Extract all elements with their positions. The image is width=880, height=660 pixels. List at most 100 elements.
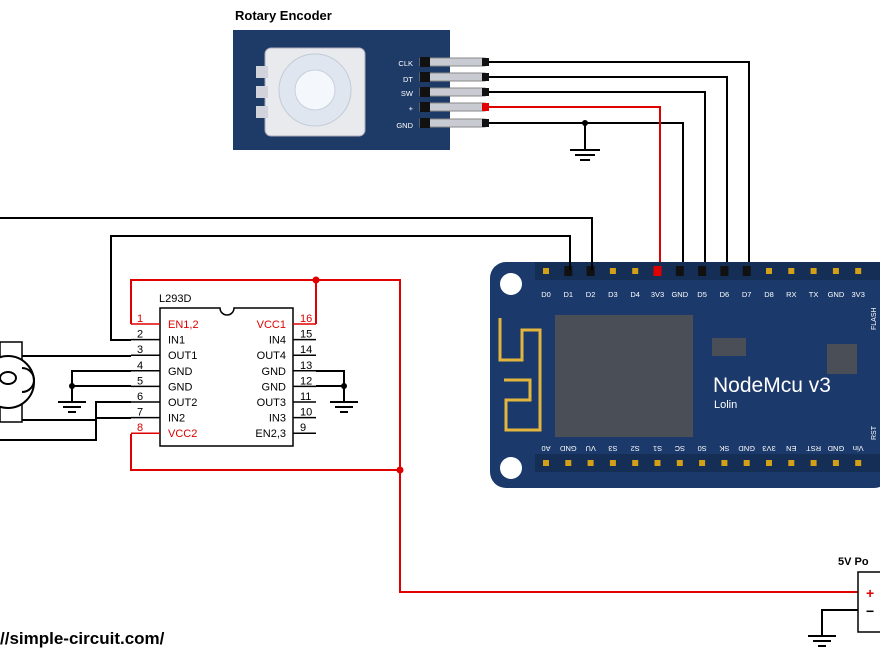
bottom-pin-label: RST <box>806 444 821 453</box>
bottom-header-pin <box>587 460 594 466</box>
power-minus: − <box>866 603 874 619</box>
wire-gnd-gnd <box>489 122 684 270</box>
bottom-header-pin <box>832 460 839 466</box>
encoder-pin-sw: SW <box>401 89 414 98</box>
bottom-header-pin <box>743 460 750 466</box>
motor-arc <box>21 367 35 393</box>
encoder-wires <box>489 61 750 270</box>
l293d-pin-number: 15 <box>300 329 312 341</box>
bottom-pin-label: 3V3 <box>762 444 775 453</box>
bottom-pin-label: VU <box>585 444 595 453</box>
power-wires <box>130 279 858 593</box>
top-pin-label: D1 <box>564 290 574 299</box>
top-pin-label: D7 <box>742 290 752 299</box>
bottom-header-pin <box>788 460 795 466</box>
l293d-pin-number: 13 <box>300 360 312 372</box>
encoder-pin-gnd: GND <box>396 121 413 130</box>
l293d-pin-number: 9 <box>300 422 306 434</box>
wire-in2-d2 <box>0 217 593 270</box>
l293d-pin-label: OUT4 <box>257 350 286 362</box>
junction-dot <box>69 383 75 389</box>
bottom-header-pin <box>810 460 817 466</box>
bottom-pin-label: Vin <box>853 444 864 453</box>
top-pin-label: D6 <box>720 290 730 299</box>
top-pin-label: GND <box>828 290 845 299</box>
wire-vcc-5v <box>316 279 858 593</box>
ground-symbol-right <box>330 401 358 413</box>
source-url: //simple-circuit.com/ <box>0 629 165 648</box>
wire-plus-3v3 <box>489 106 661 270</box>
power-supply: 5V Po + − <box>808 556 880 647</box>
wire-terminal <box>586 266 595 276</box>
usb-chip <box>712 338 746 356</box>
wire-power-gnd <box>821 609 858 636</box>
power-box <box>857 571 880 633</box>
l293d-pin-label: GND <box>262 366 287 378</box>
l293d-pin-label: GND <box>168 381 193 393</box>
rst-label: RST <box>871 425 878 440</box>
encoder-title: Rotary Encoder <box>235 8 332 23</box>
junction-dot <box>312 276 320 284</box>
motor-shaft <box>0 371 17 385</box>
junction-dot <box>582 120 588 126</box>
wire-terminal <box>564 266 573 276</box>
l293d-pin-label: EN1,2 <box>168 319 199 331</box>
bottom-header-pin <box>565 460 572 466</box>
l293d-pin-label: IN3 <box>269 413 286 425</box>
top-header-pin <box>832 268 839 274</box>
wire-terminal <box>720 266 729 276</box>
mount-hole <box>500 457 522 479</box>
top-header-pin <box>855 268 862 274</box>
l293d-name: L293D <box>159 293 191 305</box>
bottom-pin-label: GND <box>738 444 755 453</box>
l293d-pin-label: GND <box>168 366 193 378</box>
wire-terminal <box>675 266 684 276</box>
wire-out2-motor <box>0 401 131 421</box>
l293d-pin-number: 7 <box>137 407 143 419</box>
power-label: 5V Po <box>838 556 869 568</box>
l293d-pin-number: 3 <box>137 344 143 356</box>
top-header-pin <box>609 268 616 274</box>
bottom-pin-label: S2 <box>631 444 640 453</box>
wire-en12-vcc1 <box>130 279 317 324</box>
top-pin-label: D4 <box>630 290 640 299</box>
bottom-pin-label: S1 <box>653 444 662 453</box>
l293d-pin-number: 5 <box>137 375 143 387</box>
bottom-header <box>535 454 880 472</box>
ground-symbol-encoder <box>570 149 600 161</box>
l293d-body <box>159 307 294 447</box>
driver-wires <box>0 217 593 441</box>
top-pin-label: D5 <box>697 290 707 299</box>
nodemcu-sub: Lolin <box>714 399 737 411</box>
l293d-pin-number: 1 <box>137 313 143 325</box>
l293d-pin-number: 2 <box>137 329 143 341</box>
esp-shield <box>555 315 693 437</box>
bottom-pin-label: GND <box>827 444 844 453</box>
l293d-pin-label: IN1 <box>168 335 185 347</box>
bottom-pin-label: A0 <box>541 444 550 453</box>
top-header-pin <box>766 268 772 274</box>
bottom-header-pin <box>721 460 728 466</box>
l293d-pin-number: 14 <box>300 344 312 356</box>
bottom-header-pin <box>609 460 616 466</box>
bottom-pin-label: EN <box>786 444 796 453</box>
l293d-pin-label: OUT2 <box>168 397 197 409</box>
l293d-pin-number: 11 <box>300 391 311 403</box>
l293d-pin-label: GND <box>262 381 287 393</box>
bottom-header-pin <box>699 460 706 466</box>
bottom-pin-label: SC <box>674 444 685 453</box>
wire-sw-d5 <box>489 91 706 270</box>
top-pin-label: D8 <box>764 290 774 299</box>
encoder-pin-clk: CLK <box>398 59 413 68</box>
l293d-pin-label: IN2 <box>168 413 185 425</box>
wire-dt-d6 <box>489 76 728 270</box>
wire-terminal <box>653 266 662 276</box>
bottom-pin-label: S0 <box>698 444 707 453</box>
l293d-pin-number: 6 <box>137 391 143 403</box>
bottom-header-pin <box>766 460 772 466</box>
wire-in2 <box>0 417 131 441</box>
top-pin-label: GND <box>671 290 688 299</box>
top-header-pin <box>632 268 639 274</box>
